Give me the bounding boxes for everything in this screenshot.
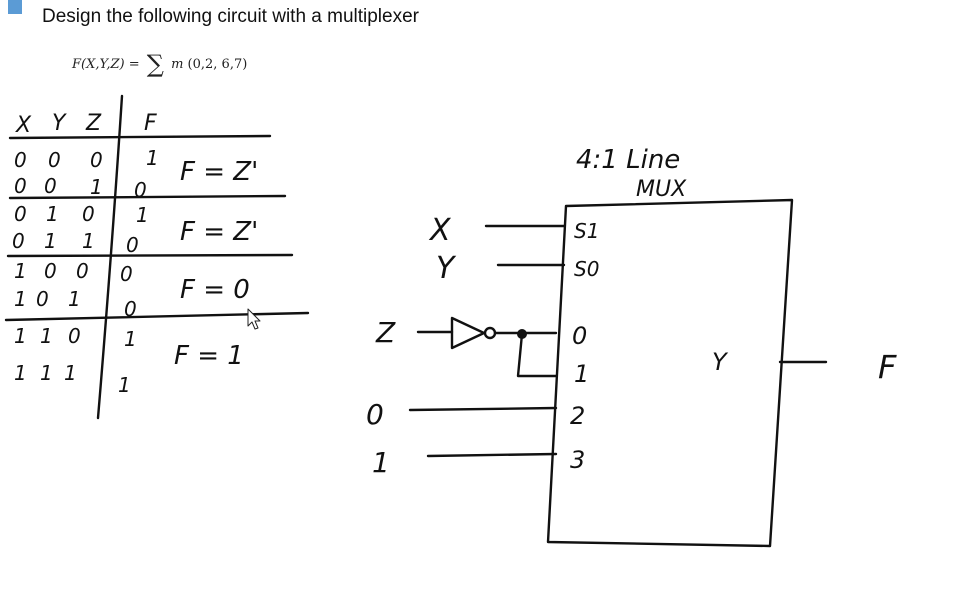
mux-title-line1: 4:1 Line — [576, 145, 680, 175]
inverter-gate — [450, 316, 486, 350]
cell-r3-y: 1 — [44, 229, 57, 253]
cell-r6-f: 1 — [124, 327, 137, 351]
cell-r0-y: 0 — [48, 148, 61, 172]
cell-r3-f: 0 — [126, 233, 139, 257]
cell-r5-z: 1 — [68, 287, 81, 311]
cell-r1-f: 0 — [134, 178, 147, 202]
cell-r6-y: 1 — [40, 324, 53, 348]
multiplexer-diagram: 4:1 Line MUX X Y S1 S0 Z 0 1 — [366, 145, 897, 548]
cell-r3-z: 1 — [82, 229, 95, 253]
wire-branch-to-input-1 — [516, 332, 558, 378]
output-label-y: Y — [712, 348, 729, 376]
cell-r7-x: 1 — [14, 361, 27, 385]
data-label-0: 0 — [572, 322, 587, 350]
const-input-0: 0 — [366, 398, 384, 431]
table-header-rule — [8, 134, 272, 140]
cell-r7-f: 1 — [118, 373, 131, 397]
wire-const-1 — [426, 452, 558, 458]
cell-r5-f: 0 — [124, 297, 137, 321]
cell-r7-y: 1 — [40, 361, 53, 385]
cell-r2-z: 0 — [82, 202, 95, 226]
mouse-pointer-icon — [247, 308, 261, 330]
group-result-2: F = Z' — [180, 217, 258, 247]
group-result-4: F = 1 — [174, 341, 244, 371]
cell-r2-x: 0 — [14, 202, 27, 226]
input-signal-z: Z — [375, 316, 396, 349]
minterm-list: (0,2, 6,7) — [187, 57, 248, 72]
formula-lhs: F(X,Y,Z) = — [72, 57, 140, 72]
data-label-2: 2 — [570, 402, 585, 430]
cell-r1-z: 1 — [90, 175, 103, 199]
cell-r2-f: 1 — [136, 203, 149, 227]
cell-r6-x: 1 — [14, 324, 27, 348]
cell-r1-y: 0 — [44, 174, 57, 198]
data-label-1: 1 — [574, 360, 589, 388]
page-title: Design the following circuit with a mult… — [42, 6, 419, 27]
slide-accent-square — [8, 0, 22, 14]
group-result-1: F = Z' — [180, 157, 258, 187]
cell-r7-z: 1 — [64, 361, 77, 385]
cell-r0-z: 0 — [90, 148, 103, 172]
cell-r1-x: 0 — [14, 174, 27, 198]
cell-r6-z: 0 — [68, 324, 81, 348]
truth-table: X Y Z F 0 0 0 1 0 0 1 0 0 1 0 1 0 1 1 0 … — [4, 94, 310, 420]
cell-r4-f: 0 — [120, 262, 133, 286]
sigma-symbol: ∑ — [146, 50, 164, 78]
wire-const-0 — [408, 406, 558, 412]
table-group-rule-2 — [6, 253, 294, 258]
cell-r5-x: 1 — [14, 287, 27, 311]
mux-box — [546, 198, 794, 548]
cell-r5-y: 0 — [36, 287, 49, 311]
output-signal-f: F — [878, 348, 897, 386]
header-x: X — [15, 113, 32, 138]
cell-r4-z: 0 — [76, 259, 89, 283]
cell-r3-x: 0 — [12, 229, 25, 253]
mux-title-line2: MUX — [636, 177, 687, 202]
boolean-function-formula: F(X,Y,Z) = ∑ m (0,2, 6,7) — [72, 50, 247, 78]
minterm-symbol: m — [171, 57, 184, 72]
select-label-s1: S1 — [574, 219, 599, 243]
table-group-rule-1 — [8, 194, 287, 200]
cell-r0-x: 0 — [14, 148, 27, 172]
header-z: Z — [85, 111, 102, 136]
const-input-1: 1 — [372, 446, 390, 479]
inverter-bubble — [483, 326, 497, 340]
table-vertical-divider — [96, 94, 124, 420]
select-input-y: Y — [436, 251, 457, 286]
group-result-3: F = 0 — [180, 275, 250, 305]
table-group-rule-3 — [4, 311, 310, 322]
data-label-3: 3 — [570, 446, 585, 474]
select-label-s0: S0 — [574, 257, 599, 281]
header-y: Y — [52, 111, 67, 136]
cell-r4-x: 1 — [14, 259, 27, 283]
header-f: F — [144, 111, 157, 136]
cell-r0-f: 1 — [146, 146, 159, 170]
cell-r2-y: 1 — [46, 202, 59, 226]
cell-r4-y: 0 — [44, 259, 57, 283]
select-input-x: X — [428, 213, 452, 248]
